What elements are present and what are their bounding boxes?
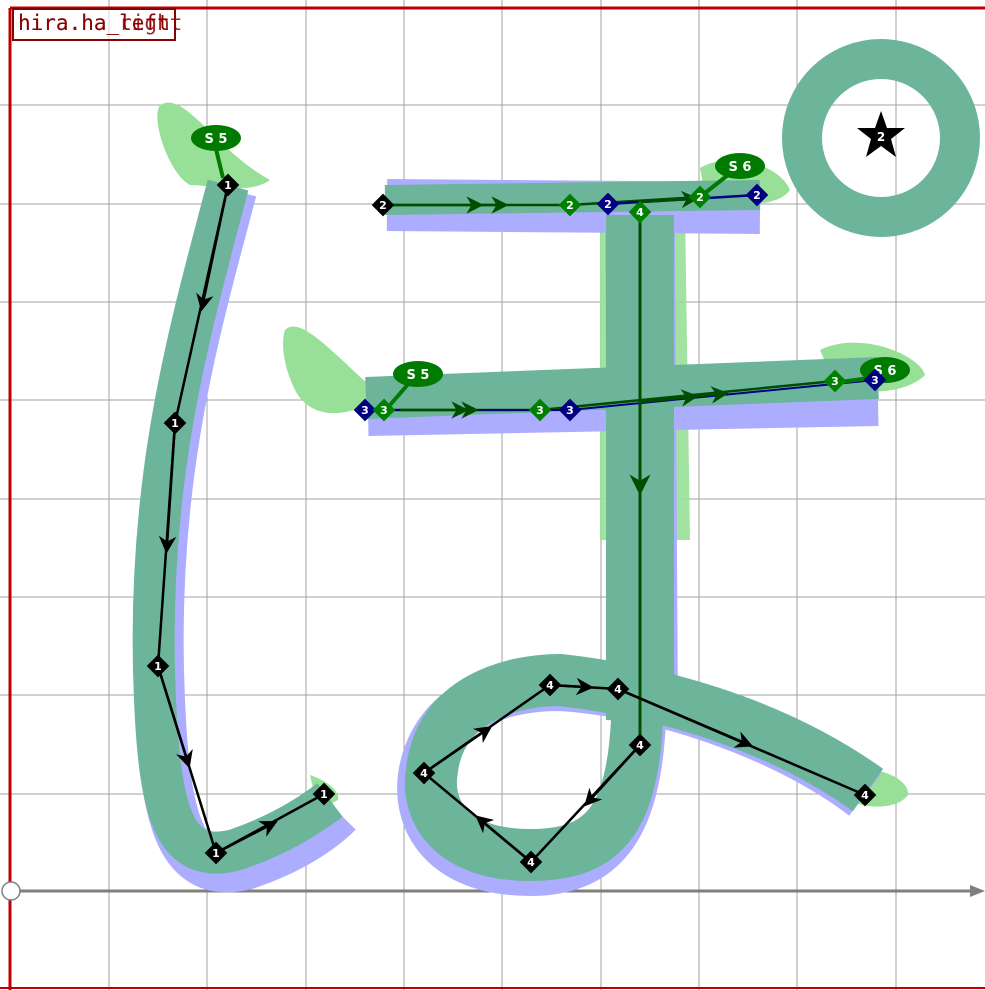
svg-text:4: 4 [527, 856, 535, 869]
svg-text:2: 2 [753, 189, 761, 202]
svg-text:2: 2 [379, 199, 387, 212]
s-label-text: S 5 [407, 368, 430, 383]
svg-text:4: 4 [861, 789, 869, 802]
svg-text:1: 1 [212, 847, 220, 860]
svg-text:1: 1 [171, 417, 179, 430]
svg-text:4: 4 [546, 679, 554, 692]
svg-text:4: 4 [636, 739, 644, 752]
star-marker[interactable]: 2 [857, 111, 905, 157]
s-label-text: S 5 [205, 132, 228, 147]
svg-text:1: 1 [224, 179, 232, 192]
svg-text:3: 3 [361, 404, 369, 417]
svg-text:1: 1 [320, 788, 328, 801]
svg-text:2: 2 [604, 198, 612, 211]
s-label-text: S 6 [729, 160, 752, 175]
svg-text:3: 3 [831, 375, 839, 388]
svg-text:4: 4 [614, 683, 622, 696]
svg-text:2: 2 [566, 199, 574, 212]
shadow-layer [159, 190, 878, 870]
star-marker-label: 2 [877, 130, 885, 144]
svg-text:3: 3 [871, 374, 879, 387]
glyph-name-label: hira.ha_left hira.ha_right [12, 8, 176, 41]
origin-marker[interactable] [2, 882, 20, 900]
svg-text:3: 3 [536, 404, 544, 417]
svg-text:2: 2 [696, 191, 704, 204]
svg-text:3: 3 [566, 404, 574, 417]
svg-text:3: 3 [380, 404, 388, 417]
svg-text:4: 4 [636, 206, 644, 219]
glyph-overlap-name-text: hira.ha_right [18, 13, 182, 34]
svg-text:4: 4 [420, 767, 428, 780]
svg-text:1: 1 [154, 660, 162, 673]
